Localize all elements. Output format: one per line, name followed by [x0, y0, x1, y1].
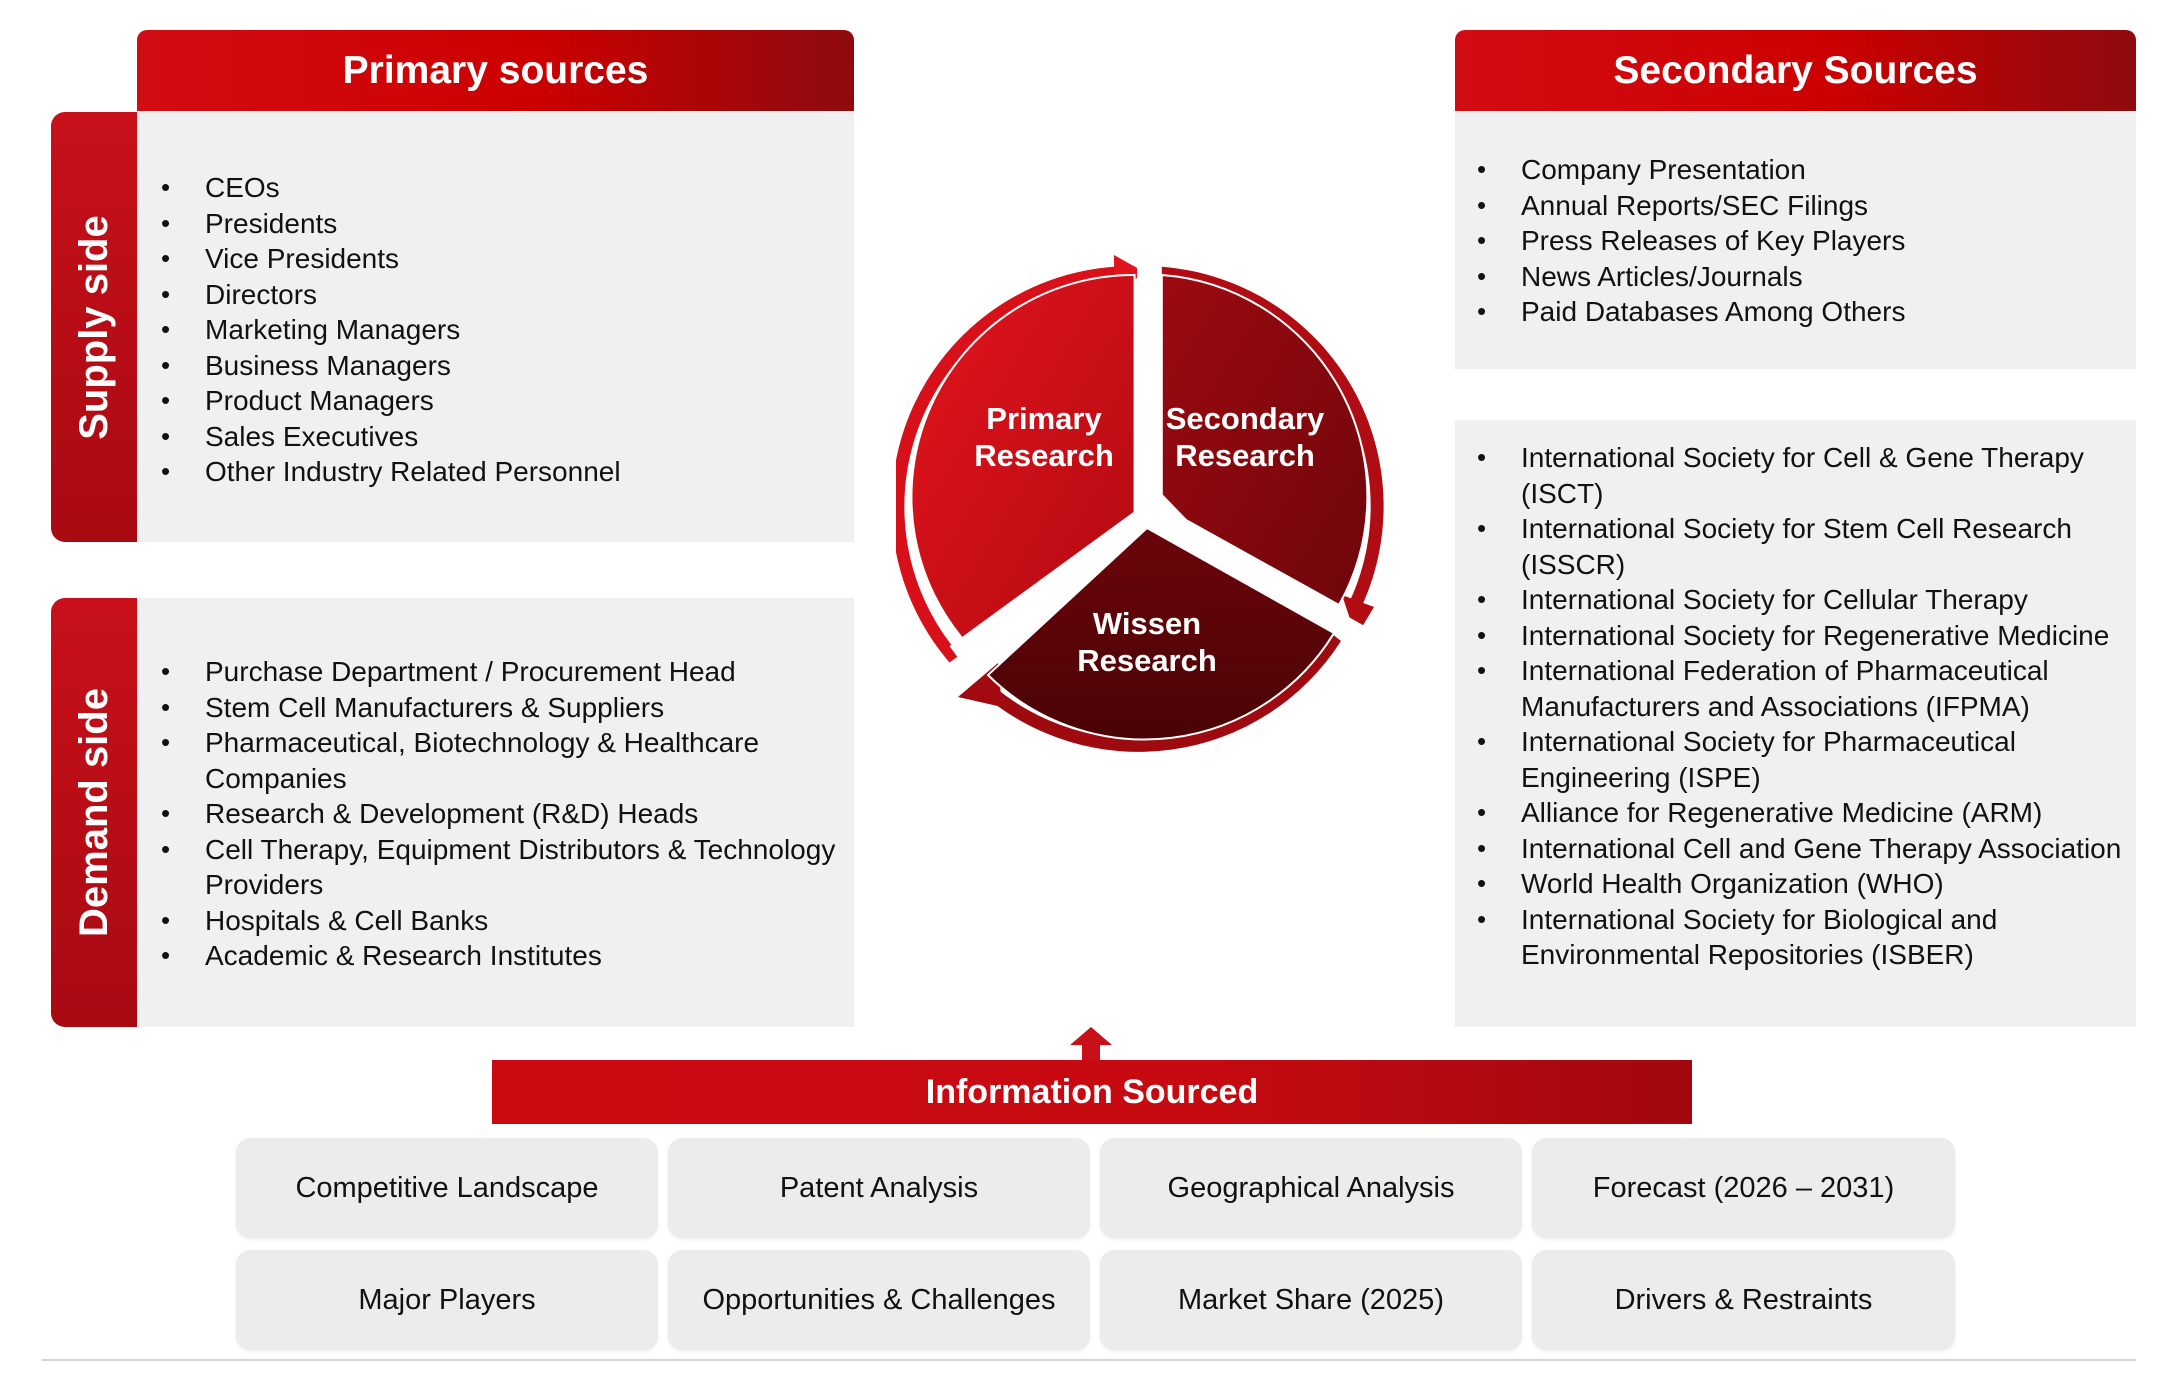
supply-side-item: CEOs: [161, 170, 841, 206]
info-tile: Competitive Landscape: [236, 1138, 658, 1238]
association-item: International Society for Pharmaceutical…: [1477, 724, 2127, 795]
association-item: International Federation of Pharmaceutic…: [1477, 653, 2127, 724]
secondary-sources-header: Secondary Sources: [1455, 30, 2136, 111]
info-tile-label: Drivers & Restraints: [1614, 1283, 1873, 1316]
supply-side-panel: CEOsPresidentsVice PresidentsDirectorsMa…: [137, 112, 854, 542]
demand-side-item: Academic & Research Institutes: [161, 938, 841, 974]
info-tile-label: Geographical Analysis: [1167, 1171, 1455, 1204]
info-tile-label: Major Players: [358, 1283, 536, 1316]
information-sourced-bar: Information Sourced: [492, 1060, 1692, 1124]
primary-sources-title: Primary sources: [342, 48, 649, 92]
secondary-research-label: Secondary Research: [1166, 400, 1325, 474]
supply-side-item: Other Industry Related Personnel: [161, 454, 841, 490]
primary-research-label-line: Research: [974, 438, 1114, 473]
association-item: International Cell and Gene Therapy Asso…: [1477, 831, 2127, 867]
research-cycle-wheel: [891, 255, 1384, 752]
primary-sources-header: Primary sources: [137, 30, 854, 111]
demand-side-item: Pharmaceutical, Biotechnology & Healthca…: [161, 725, 841, 796]
demand-side-tab: Demand side: [51, 598, 138, 1027]
supply-side-item: Business Managers: [161, 348, 841, 384]
wheel-divider: [1144, 507, 1364, 645]
info-tile-label: Forecast (2026 – 2031): [1592, 1171, 1895, 1204]
wissen-research-label: Wissen Research: [1077, 605, 1217, 679]
demand-side-item: Cell Therapy, Equipment Distributors & T…: [161, 832, 841, 903]
wissen-research-sector: [986, 526, 1336, 741]
association-item: Alliance for Regenerative Medicine (ARM): [1477, 795, 2127, 831]
secondary-source-item: News Articles/Journals: [1477, 259, 2117, 295]
demand-side-item: Hospitals & Cell Banks: [161, 903, 841, 939]
up-arrow-icon: [1070, 1027, 1112, 1061]
secondary-associations-panel: International Society for Cell & Gene Th…: [1455, 420, 2136, 1027]
secondary-ring-arc: [1161, 266, 1384, 613]
association-item: International Society for Cell & Gene Th…: [1477, 440, 2127, 511]
supply-side-item: Presidents: [161, 206, 841, 242]
bottom-divider: [42, 1359, 2136, 1361]
supply-side-label: Supply side: [72, 214, 116, 440]
info-tile: Patent Analysis: [668, 1138, 1090, 1238]
wissen-ring-arc: [978, 633, 1341, 752]
secondary-sources-title: Secondary Sources: [1613, 48, 1978, 92]
info-tile: Drivers & Restraints: [1532, 1250, 1955, 1350]
info-tile-label: Opportunities & Challenges: [702, 1283, 1056, 1316]
supply-side-item: Product Managers: [161, 383, 841, 419]
secondary-source-item: Press Releases of Key Players: [1477, 223, 2117, 259]
supply-side-item: Vice Presidents: [161, 241, 841, 277]
wissen-research-label-line: Wissen: [1092, 606, 1202, 641]
secondary-research-sector: [1160, 273, 1369, 607]
association-item: International Society for Cellular Thera…: [1477, 582, 2127, 618]
research-cycle-diagram: Primary Research Secondary Research Wiss…: [891, 245, 1396, 765]
association-item: World Health Organization (WHO): [1477, 866, 2127, 902]
wissen-research-label-line: Research: [1077, 643, 1217, 678]
info-tile: Forecast (2026 – 2031): [1532, 1138, 1955, 1238]
info-tile: Market Share (2025): [1100, 1250, 1522, 1350]
supply-side-tab: Supply side: [51, 112, 138, 542]
supply-side-item: Directors: [161, 277, 841, 313]
supply-side-item: Marketing Managers: [161, 312, 841, 348]
info-tile-label: Patent Analysis: [779, 1171, 979, 1204]
demand-side-item: Purchase Department / Procurement Head: [161, 654, 841, 690]
demand-side-panel: Purchase Department / Procurement HeadSt…: [137, 598, 854, 1027]
secondary-arrow-head: [1342, 595, 1374, 637]
secondary-research-label-line: Secondary: [1165, 401, 1325, 436]
primary-ring-arc: [891, 266, 1135, 663]
supply-side-item: Sales Executives: [161, 419, 841, 455]
primary-research-label-line: Primary: [986, 401, 1102, 436]
info-tile-label: Market Share (2025): [1178, 1283, 1444, 1316]
association-item: International Society for Stem Cell Rese…: [1477, 511, 2127, 582]
secondary-general-panel: Company PresentationAnnual Reports/SEC F…: [1455, 112, 2136, 369]
primary-research-label: Primary Research: [974, 400, 1114, 474]
info-tile: Major Players: [236, 1250, 658, 1350]
information-sourced-title: Information Sourced: [925, 1072, 1259, 1111]
info-tile-label: Competitive Landscape: [295, 1171, 599, 1204]
demand-side-item: Research & Development (R&D) Heads: [161, 796, 841, 832]
demand-side-list: Purchase Department / Procurement HeadSt…: [161, 654, 841, 974]
association-item: International Society for Biological and…: [1477, 902, 2127, 973]
info-tile: Opportunities & Challenges: [668, 1250, 1090, 1350]
secondary-source-item: Company Presentation: [1477, 152, 2117, 188]
secondary-source-item: Annual Reports/SEC Filings: [1477, 188, 2117, 224]
association-item: International Society for Regenerative M…: [1477, 618, 2127, 654]
info-tile: Geographical Analysis: [1100, 1138, 1522, 1238]
supply-side-list: CEOsPresidentsVice PresidentsDirectorsMa…: [161, 170, 841, 490]
secondary-research-label-line: Research: [1175, 438, 1315, 473]
wheel-divider: [949, 506, 1155, 664]
secondary-source-item: Paid Databases Among Others: [1477, 294, 2117, 330]
secondary-associations-list: International Society for Cell & Gene Th…: [1477, 440, 2127, 973]
demand-side-label: Demand side: [72, 688, 116, 937]
secondary-general-list: Company PresentationAnnual Reports/SEC F…: [1477, 152, 2117, 330]
demand-side-item: Stem Cell Manufacturers & Suppliers: [161, 690, 841, 726]
